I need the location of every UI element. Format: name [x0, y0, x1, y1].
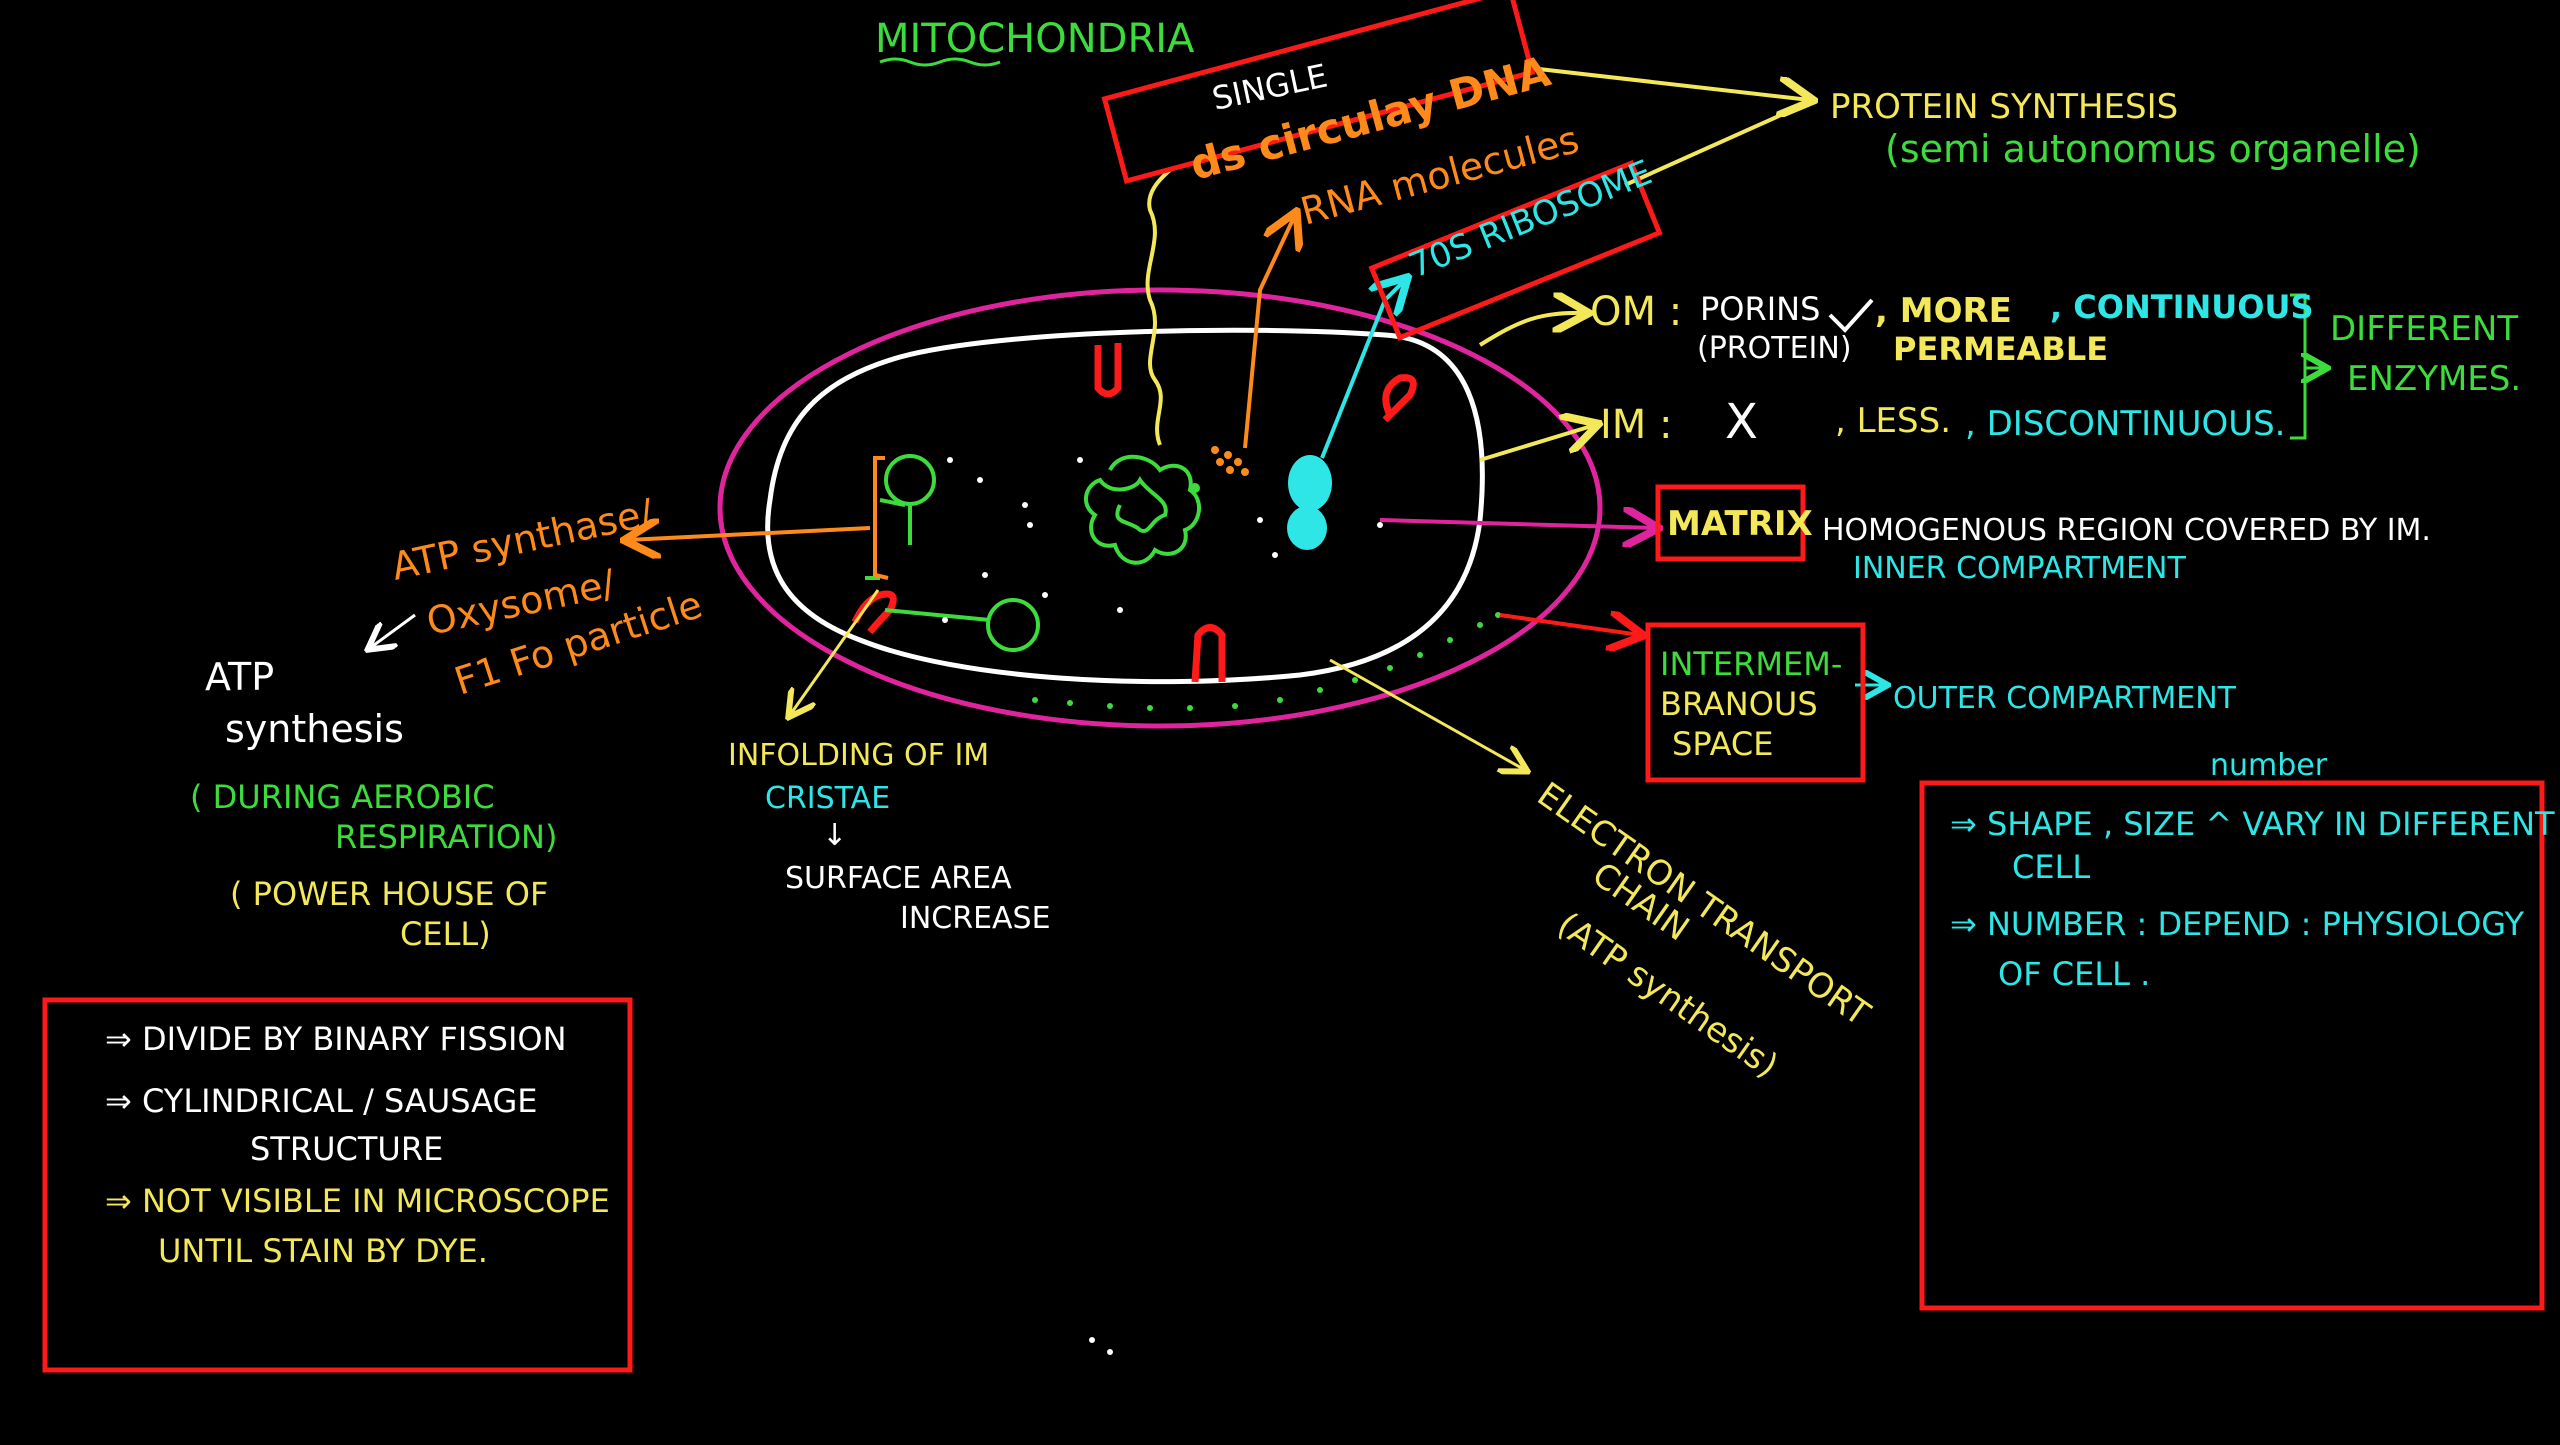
pen-mark [1107, 1349, 1113, 1355]
check-mark-icon [1828, 298, 1874, 333]
intermembrane-label-2: BRANOUS [1660, 685, 1818, 723]
matrix-desc-2: INNER COMPARTMENT [1853, 551, 2186, 586]
intermembrane-label-3: SPACE [1672, 725, 1773, 763]
power-house-label-2: CELL) [400, 915, 491, 953]
right-number-note: number [2210, 748, 2328, 783]
ds-dna-box [1101, 0, 1536, 185]
ribosome [1288, 455, 1332, 511]
ribosome-to-protein-arrow [1624, 100, 1811, 187]
intermembrane-box [1645, 622, 1866, 783]
om-label: OM : [1590, 289, 1682, 335]
matrix-label: MATRIX [1667, 504, 1813, 544]
atp-synthase-arrow [628, 528, 871, 540]
left-note-line-4: ⇒ NOT VISIBLE IN MICROSCOPE [105, 1182, 610, 1220]
left-note-line-2: ⇒ CYLINDRICAL / SAUSAGE [105, 1082, 537, 1120]
surface-area-label-1: SURFACE AREA [785, 861, 1012, 896]
intermembrane-dots [1032, 612, 1501, 711]
right-note-line-1: ⇒ SHAPE , SIZE ^ VARY IN DIFFERENT [1950, 805, 2555, 843]
matrix-box [1655, 484, 1806, 562]
om-more-label: , MORE [1875, 291, 2012, 331]
dna-connector [1145, 168, 1172, 446]
porins-label: PORINS [1700, 290, 1820, 328]
dna-to-protein-arrow [1529, 66, 1810, 100]
right-note-line-2: CELL [2012, 848, 2090, 886]
matrix-arrow [1379, 520, 1655, 528]
im-label: IM : [1600, 402, 1673, 448]
aerobic-label-1: ( DURING AEROBIC [190, 778, 495, 816]
im-bracket [873, 456, 889, 580]
matrix-desc-1: HOMOGENOUS REGION COVERED BY IM. [1822, 513, 2431, 548]
om-permeable-label: PERMEABLE [1893, 330, 2108, 368]
intermembrane-arrow [1499, 615, 1640, 635]
om-arrow [1478, 313, 1585, 347]
protein-synthesis-label: PROTEIN SYNTHESIS [1830, 87, 2178, 127]
left-note-line-5: UNTIL STAIN BY DYE. [158, 1232, 488, 1270]
cristae-label: CRISTAE [765, 781, 890, 816]
crista [1094, 343, 1122, 398]
im-x-label: X [1725, 394, 1758, 450]
matrix-dots [942, 457, 1383, 623]
synthesis-label: synthesis [225, 707, 404, 751]
crista [1382, 374, 1417, 423]
intermembrane-label-1: INTERMEM- [1660, 645, 1842, 683]
crista [1191, 624, 1226, 683]
rna-dots [1211, 446, 1249, 476]
right-note-line-4: OF CELL . [1998, 955, 2150, 993]
ribosome [1287, 506, 1327, 550]
page-title: MITOCHONDRIA [875, 16, 1195, 62]
semi-autonomous-label: (semi autonomus organelle) [1885, 127, 2421, 171]
outer-compartment-label: OUTER COMPARTMENT [1893, 681, 2237, 716]
atp-synthase-label-1: ATP synthase/ [388, 490, 657, 588]
left-note-line-3: STRUCTURE [250, 1130, 443, 1168]
down-arrow-icon: ↓ [822, 818, 847, 853]
im-arrow [1479, 425, 1595, 462]
atp-synthase-particles [865, 454, 1040, 652]
power-house-label-1: ( POWER HOUSE OF [230, 875, 548, 913]
ribosome-box [1368, 159, 1663, 341]
surface-area-label-2: INCREASE [900, 901, 1051, 936]
title-underline [879, 57, 1001, 67]
om-continuous-label: , CONTINUOUS [2050, 288, 2314, 326]
atp-synthesis-arrow [370, 613, 416, 648]
dna-loop [1084, 454, 1201, 565]
rna-connector [1243, 215, 1295, 449]
left-notes-box [42, 997, 633, 1373]
cristae-arrow [790, 589, 880, 715]
im-discontinuous-label: , DISCONTINUOUS. [1965, 404, 2286, 444]
right-note-line-3: ⇒ NUMBER : DEPEND : PHYSIOLOGY [1950, 905, 2524, 943]
different-label: DIFFERENT [2330, 309, 2518, 349]
etc-arrow [1329, 658, 1525, 770]
pen-mark [1089, 1337, 1095, 1343]
inner-membrane [765, 327, 1485, 685]
aerobic-label-2: RESPIRATION) [335, 818, 557, 856]
im-less-label: , LESS. [1835, 401, 1951, 441]
outer-membrane [717, 287, 1603, 729]
enzymes-label: ENZYMES. [2347, 359, 2521, 399]
atp-label: ATP [205, 655, 274, 699]
left-note-line-1: ⇒ DIVIDE BY BINARY FISSION [105, 1020, 567, 1058]
right-notes-box [1919, 780, 2545, 1311]
enzymes-brace [2290, 293, 2325, 440]
infolding-label: INFOLDING OF IM [728, 738, 989, 773]
protein-label: (PROTEIN) [1697, 331, 1852, 366]
